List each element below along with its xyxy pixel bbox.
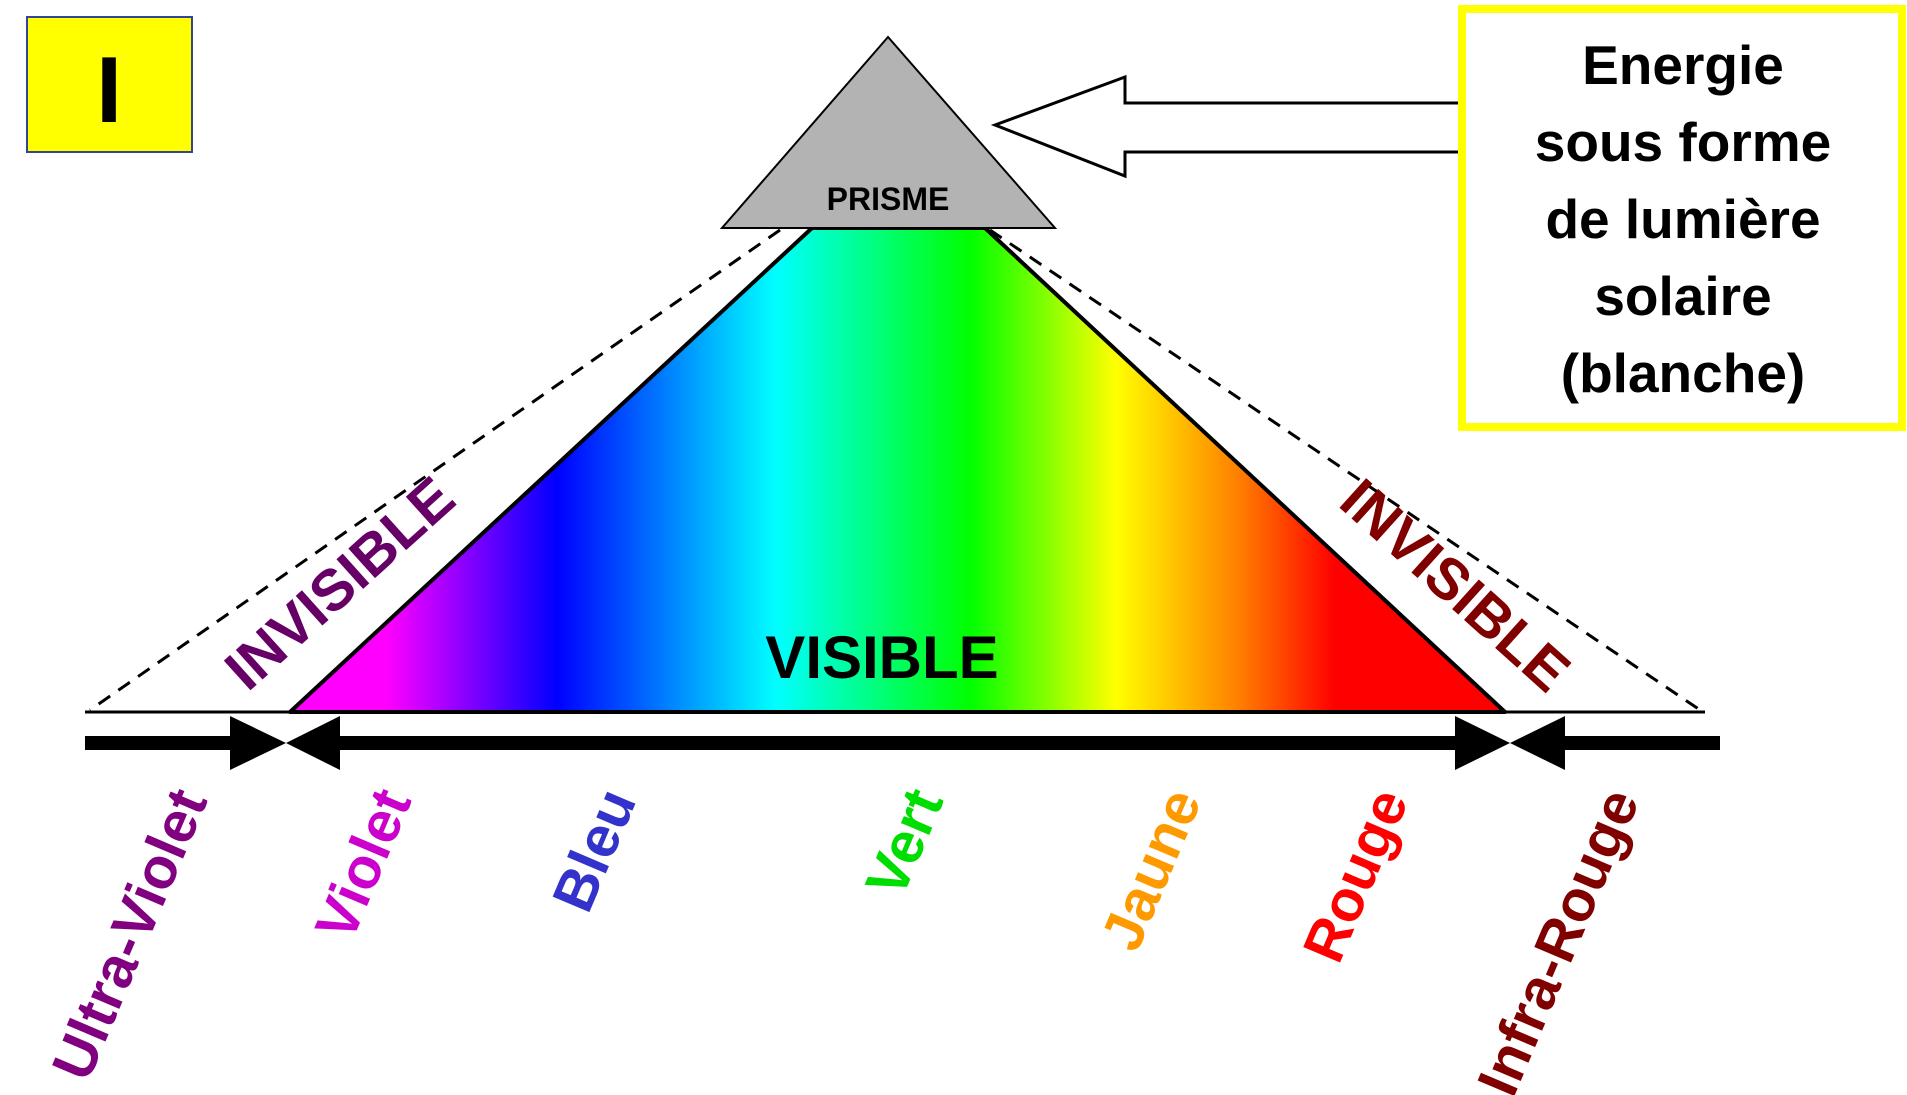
spectrum-label-infra-rouge: Infra-Rouge <box>1465 780 1652 1095</box>
spectrum-label-ultra-violet: Ultra-Violet <box>40 780 220 1089</box>
spectrum-labels: Ultra-Violet Violet Bleu Vert Jaune Rouge Infr… <box>40 780 1652 1095</box>
badge-text: I <box>96 37 122 142</box>
range-arrows <box>85 716 1720 770</box>
energy-line-1: Energie <box>1582 34 1784 96</box>
spectrum-label-jaune: Jaune <box>1089 780 1214 960</box>
section-badge: I <box>27 17 192 152</box>
spectrum-label-rouge: Rouge <box>1291 780 1421 971</box>
energy-box: Energie sous forme de lumière solaire (b… <box>1462 9 1902 427</box>
spectrum-label-bleu: Bleu <box>540 780 649 921</box>
prism: PRISME <box>722 37 1055 228</box>
spectrum-label-violet: Violet <box>303 780 424 950</box>
energy-line-5: (blanche) <box>1561 342 1805 404</box>
spectrum-label-vert: Vert <box>853 780 956 906</box>
visible-label: VISIBLE <box>765 624 998 691</box>
prism-label: PRISME <box>827 181 950 217</box>
energy-line-4: solaire <box>1594 265 1771 327</box>
energy-line-2: sous forme <box>1535 111 1831 173</box>
light-arrow <box>995 77 1460 176</box>
energy-line-3: de lumière <box>1545 188 1820 250</box>
